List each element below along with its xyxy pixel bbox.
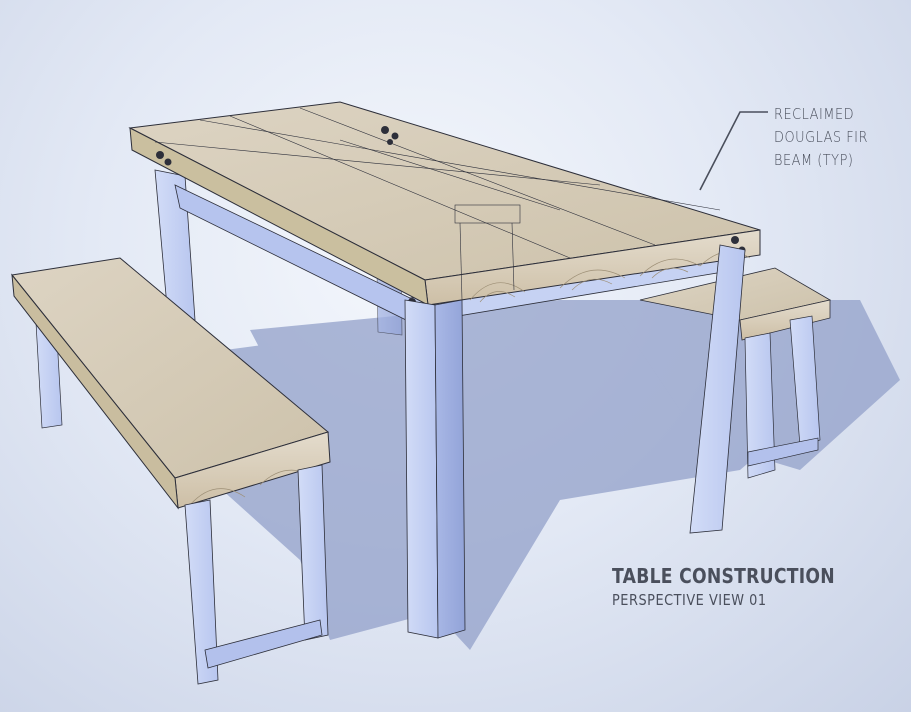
right-bench-leg-inner [744,332,776,479]
hidden-bracket [454,204,521,301]
left-bench [11,257,331,685]
left-bench-leg-front [184,499,219,685]
table-front-legs [404,244,746,639]
left-bench-leg-front-right [297,464,329,641]
callout-leader-line [699,111,768,191]
left-bench-rail [204,619,323,669]
drawing-title: TABLE CONSTRUCTION [612,564,835,588]
title-block: TABLE CONSTRUCTION PERSPECTIVE VIEW 01 [612,564,871,609]
end-grain-rings [469,251,751,303]
plank-seams [154,107,721,259]
callout-line-1: RECLAIMED [774,105,855,123]
right-bench-seat-front [739,299,831,341]
left-bench-seat-side [11,273,179,510]
material-callout: RECLAIMED DOUGLAS FIR BEAM (TYP) [774,103,868,172]
callout-line-3: BEAM (TYP) [774,151,854,169]
right-bench-leg [789,315,821,447]
drawing-subtitle: PERSPECTIVE VIEW 01 [612,591,767,609]
front-left-leg-side [434,299,466,639]
callout-line-2: DOUGLAS FIR [774,128,868,146]
front-left-leg [404,299,439,639]
front-right-leg [689,244,746,534]
right-bench-rail [747,437,819,467]
